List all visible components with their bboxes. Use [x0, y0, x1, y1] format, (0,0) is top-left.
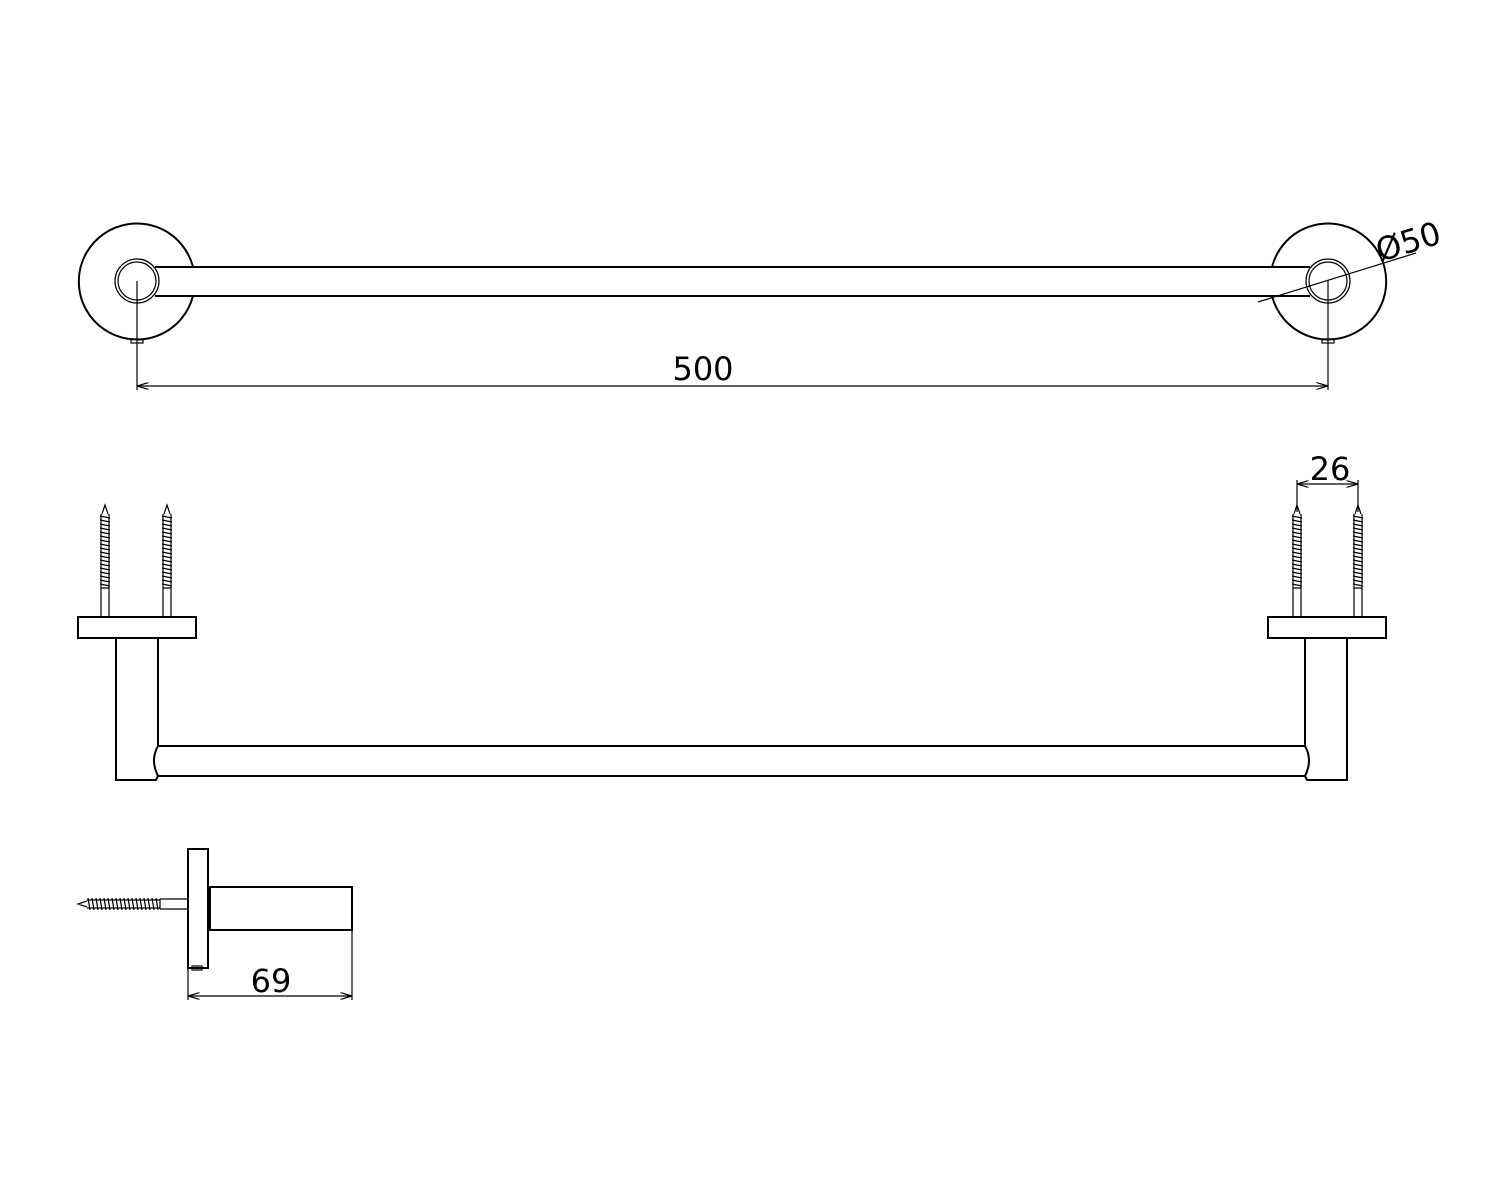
left-bracket: [77, 616, 197, 781]
screw-icon: [99, 503, 111, 617]
side-post: [209, 886, 353, 931]
diameter-dimension: Ø50: [1257, 214, 1445, 303]
front-view: 26: [77, 450, 1387, 781]
screw-icon: [1291, 503, 1303, 617]
right-bracket: [1267, 616, 1387, 781]
top-view: 500 Ø50: [77, 214, 1445, 390]
screw-icon: [161, 503, 173, 617]
towel-rail-bar: [155, 266, 1310, 297]
screw-spacing-dimension: 26: [1296, 450, 1359, 512]
length-label: 500: [672, 350, 733, 388]
length-dimension: 500: [136, 281, 1329, 390]
screw-spacing-label: 26: [1310, 450, 1351, 488]
side-view: 69: [76, 848, 353, 1000]
side-screw-icon: [76, 897, 188, 911]
right-wall-flange: [1271, 222, 1388, 344]
screw-icon: [1352, 503, 1364, 617]
front-bar: [158, 745, 1305, 777]
side-wall-plate: [187, 848, 209, 969]
projection-label: 69: [251, 962, 292, 1000]
dimension-69: 69: [187, 930, 353, 1000]
diameter-label: Ø50: [1371, 214, 1445, 270]
left-wall-flange: [77, 222, 194, 344]
